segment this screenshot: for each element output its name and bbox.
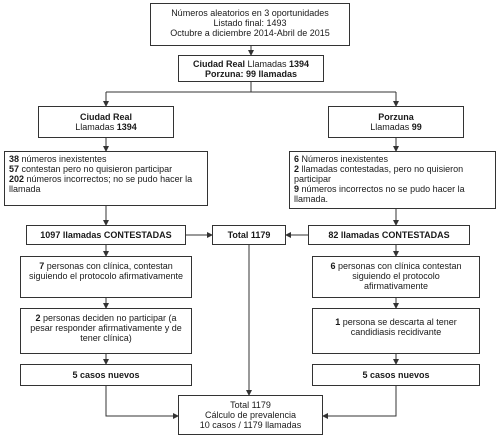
- left-answered-label: 1097 llamadas CONTESTADAS: [40, 230, 172, 240]
- prevalence-box: Total 1179 Cálculo de prevalencia 10 cas…: [178, 395, 323, 435]
- left-branch-calls-label: Llamadas: [75, 122, 117, 132]
- right-branch-box: Porzuna Llamadas 99: [328, 106, 464, 138]
- arrow-right-to-final: [322, 386, 397, 419]
- left-excluded-item: 57 contestan pero no quisieron participa…: [9, 164, 203, 174]
- right-excluded-box: 6 Números inexistentes 2 llamadas contes…: [289, 151, 496, 209]
- right-discarded-box: 1 persona se descarta al tener candidias…: [312, 308, 480, 354]
- excluded-count: 2: [294, 164, 300, 174]
- left-clinic-box: 7 personas con clínica, contestan siguie…: [20, 256, 192, 298]
- left-excluded-item: 202 números incorrectos; no se pudo hace…: [9, 174, 203, 194]
- total-box: Total 1179: [212, 225, 286, 245]
- excluded-count: 57: [9, 164, 20, 174]
- left-declined-box: 2 personas deciden no participar (a pesa…: [20, 308, 192, 354]
- source-box: Números aleatorios en 3 oportunidades Li…: [150, 3, 350, 46]
- left-branch-title: Ciudad Real: [79, 112, 132, 122]
- final-line-2: Cálculo de prevalencia: [204, 410, 297, 420]
- left-declined-text: 2 personas deciden no participar (a pesa…: [27, 313, 185, 343]
- right-excluded-item: 2 llamadas contestadas, pero no quisiero…: [294, 164, 491, 184]
- right-excluded-item: 9 números incorrectos no se pudo hacer l…: [294, 184, 491, 204]
- left-branch-calls: Llamadas 1394: [39, 122, 173, 132]
- left-branch-calls-number: 1394: [116, 122, 137, 132]
- combined-line-1: Ciudad Real Llamadas 1394: [179, 59, 323, 69]
- excluded-text: contestan pero no quisieron participar: [19, 164, 173, 174]
- right-clinic-text: 6 personas con clínica contestan siguien…: [323, 261, 469, 291]
- excluded-count: 38: [9, 154, 20, 164]
- arrow-left-to-final: [105, 386, 179, 419]
- final-line-3: 10 casos / 1179 llamadas: [199, 420, 302, 430]
- right-new-cases-label: 5 casos nuevos: [362, 370, 430, 380]
- declined-description: personas deciden no participar (a pesar …: [30, 313, 182, 343]
- combined-line-2: Porzuna: 99 llamadas: [204, 69, 298, 79]
- left-new-cases-box: 5 casos nuevos: [20, 364, 192, 386]
- combined-city-label: Ciudad Real: [192, 59, 245, 69]
- right-branch-calls-number: 99: [411, 122, 422, 132]
- combined-calls-number: 1394: [289, 59, 310, 69]
- clinic-count: 7: [39, 261, 45, 271]
- declined-count: 2: [35, 313, 41, 323]
- discarded-count: 1: [335, 317, 341, 327]
- clinic-count: 6: [330, 261, 336, 271]
- right-new-cases-box: 5 casos nuevos: [312, 364, 480, 386]
- clinic-description: personas con clínica contestan siguiendo…: [335, 261, 462, 291]
- discarded-description: persona se descarta al tener candidiasis…: [340, 317, 457, 337]
- right-answered-label: 82 llamadas CONTESTADAS: [328, 230, 450, 240]
- excluded-count: 202: [9, 174, 25, 184]
- right-discarded-text: 1 persona se descarta al tener candidias…: [321, 317, 471, 337]
- right-branch-calls: Llamadas 99: [329, 122, 463, 132]
- combined-calls-box: Ciudad Real Llamadas 1394 Porzuna: 99 ll…: [178, 55, 324, 82]
- left-branch-box: Ciudad Real Llamadas 1394: [38, 106, 174, 138]
- right-branch-calls-label: Llamadas: [370, 122, 412, 132]
- left-clinic-text: 7 personas con clínica, contestan siguie…: [27, 261, 185, 281]
- excluded-text: llamadas contestadas, pero no quisieron …: [294, 164, 464, 184]
- source-line-3: Octubre a diciembre 2014-Abril de 2015: [170, 28, 330, 38]
- left-excluded-item: 38 números inexistentes: [9, 154, 203, 164]
- excluded-text: Números inexistentes: [299, 154, 389, 164]
- left-answered-box: 1097 llamadas CONTESTADAS: [26, 225, 186, 245]
- excluded-text: números incorrectos; no se pudo hacer la…: [9, 174, 193, 194]
- source-line-2: Listado final: 1493: [213, 18, 287, 28]
- right-clinic-box: 6 personas con clínica contestan siguien…: [312, 256, 480, 298]
- right-branch-title: Porzuna: [378, 112, 414, 122]
- combined-calls-label: Llamadas: [244, 59, 289, 69]
- left-new-cases-label: 5 casos nuevos: [72, 370, 140, 380]
- final-line-1: Total 1179: [230, 400, 271, 410]
- clinic-description: personas con clínica, contestan siguiend…: [28, 261, 184, 281]
- right-excluded-item: 6 Números inexistentes: [294, 154, 491, 164]
- excluded-count: 6: [294, 154, 300, 164]
- excluded-text: números incorrectos no se pudo hacer la …: [294, 184, 465, 204]
- total-label: Total 1179: [227, 230, 271, 240]
- right-answered-box: 82 llamadas CONTESTADAS: [308, 225, 470, 245]
- excluded-count: 9: [294, 184, 300, 194]
- excluded-text: números inexistentes: [19, 154, 107, 164]
- left-excluded-box: 38 números inexistentes 57 contestan per…: [4, 151, 208, 206]
- source-line-1: Números aleatorios en 3 oportunidades: [171, 8, 329, 18]
